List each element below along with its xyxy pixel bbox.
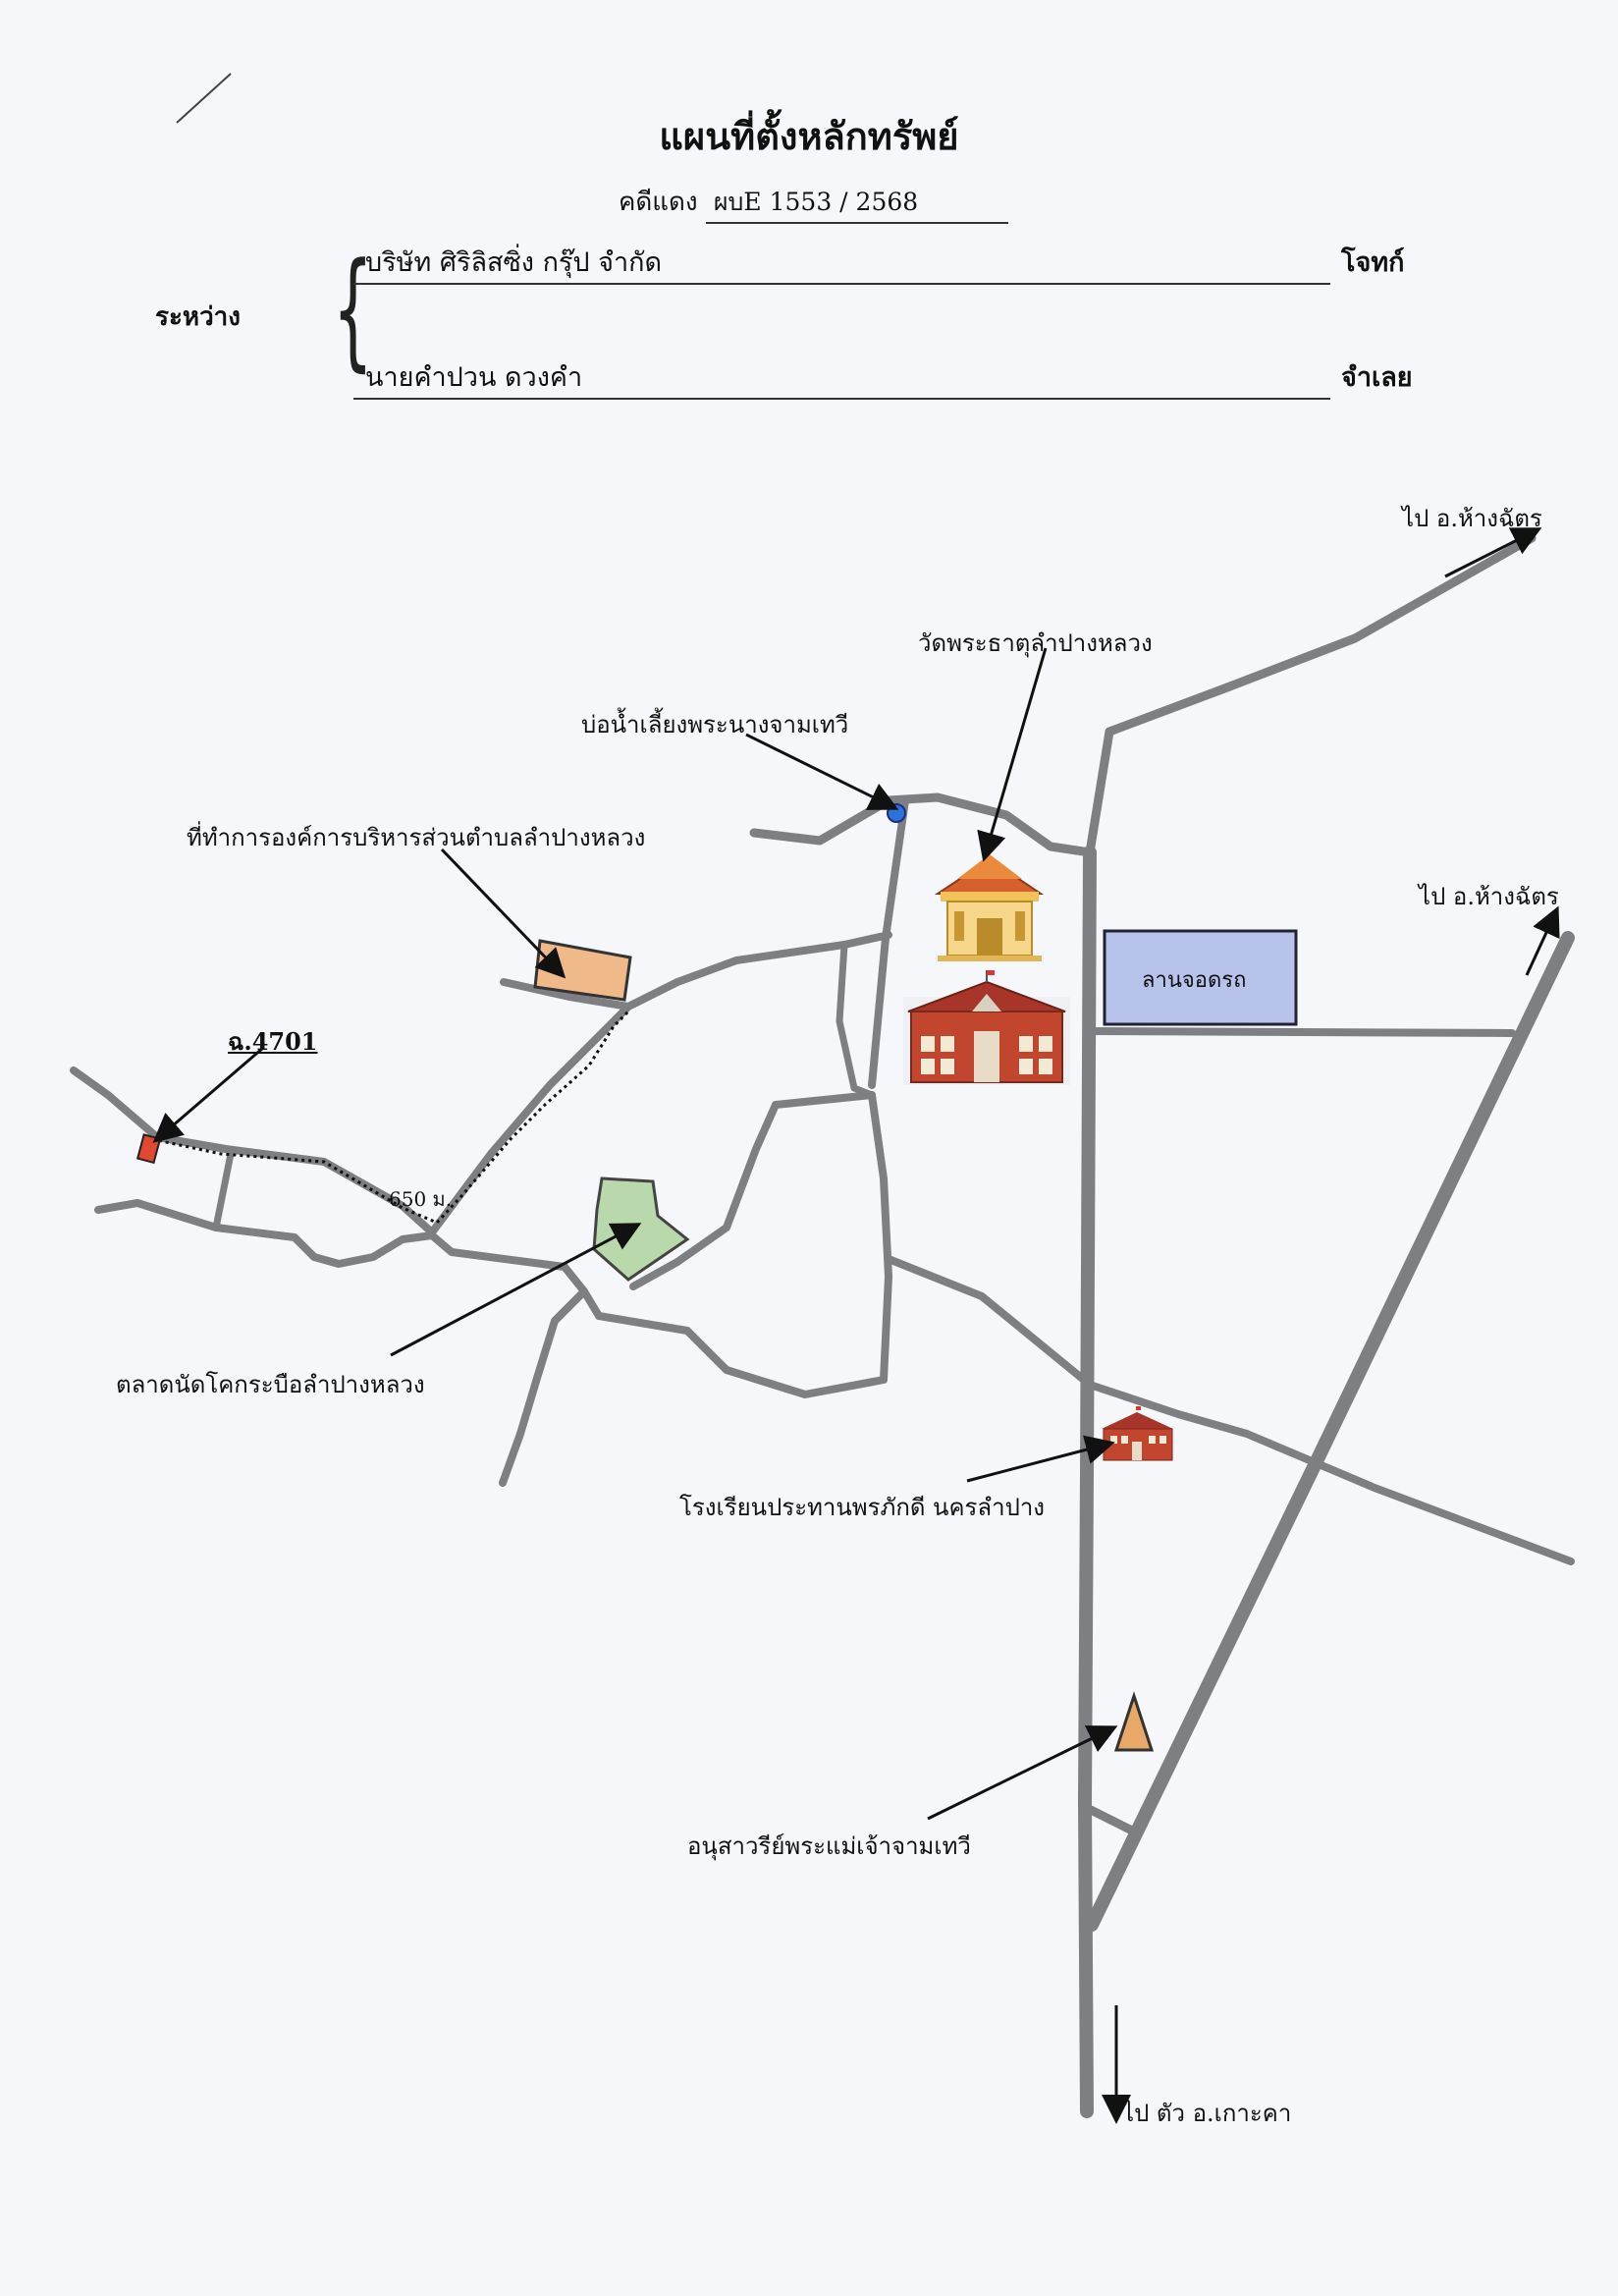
small-school-icon: [1102, 1406, 1173, 1461]
school-building-icon: [903, 970, 1070, 1085]
parking-lot: [1103, 929, 1298, 1026]
dotted-route: [151, 1010, 630, 1225]
monument-label: อนุสาวรีย์พระแม่เจ้าจามเทวี: [687, 1832, 971, 1860]
defendant-name: นายคำปวน ดวงคำ: [353, 355, 1330, 400]
case-number: ผบE 1553 / 2568: [705, 183, 1008, 224]
leader-monument: [927, 1725, 1118, 1821]
road-temple-west: [868, 796, 909, 1089]
monument-triangle-icon: [1113, 1691, 1155, 1752]
curly-brace-icon: {: [332, 235, 374, 384]
well-label: บ่อน้ำเลี้ยงพระนางจามเทวี: [581, 711, 849, 738]
temple-icon: [934, 854, 1045, 961]
road-market-loop: [595, 1091, 892, 1398]
defendant-line: นายคำปวน ดวงคำ จำเลย: [353, 355, 1413, 400]
road-parcel: [70, 1066, 436, 1236]
leader-sao: [440, 847, 566, 979]
between-label: ระหว่าง: [155, 302, 241, 332]
leader-well: [745, 733, 899, 810]
road-middle: [629, 1091, 876, 1290]
road-west-connector: [212, 1150, 235, 1231]
plaintiff-name: บริษัท ศิริลิสซิ่ง กรุ๊ป จำกัด: [353, 241, 1330, 285]
direction-label-north-upper: ไป อ.ห้างฉัตร: [1402, 505, 1542, 532]
road-north-east: [1085, 533, 1537, 857]
defendant-role: จำเลย: [1341, 362, 1413, 393]
sao-office-label: ที่ทำการองค์การบริหารส่วนตำบลลำปางหลวง: [187, 824, 646, 851]
plaintiff-line: บริษัท ศิริลิสซิ่ง กรุ๊ป จำกัด โจทก์: [353, 241, 1404, 285]
temple-label: วัดพระธาตุลำปางหลวง: [918, 629, 1153, 657]
leader-lines: [152, 647, 1118, 1821]
road-south-west: [499, 1287, 588, 1487]
market-label: ตลาดนัดโคกระบือลำปางหลวง: [116, 1371, 425, 1398]
road-network: [70, 533, 1575, 2118]
parcel-marker: [135, 1133, 162, 1165]
road-south-connector: [1080, 1802, 1139, 1836]
arrow-ne-upper: [1444, 527, 1542, 578]
parking-label: ลานจอดรถ: [1142, 968, 1247, 993]
page-title: แผนที่ตั้งหลักทรัพย์: [659, 114, 959, 158]
leader-school: [966, 1435, 1115, 1483]
direction-label-north-lower: ไป อ.ห้างฉัตร: [1419, 883, 1559, 910]
road-parking-connector: [1084, 1027, 1516, 1037]
road-school: [885, 1255, 1575, 1565]
road-west-lower: [94, 1199, 603, 1320]
school-label: โรงเรียนประทานพรภักดี นครลำปาง: [679, 1494, 1046, 1521]
case-number-line: คดีแดง ผบE 1553 / 2568: [619, 182, 1008, 224]
case-label: คดีแดง: [619, 188, 698, 217]
corner-mark: [176, 73, 232, 124]
leader-parcel: [152, 1046, 264, 1143]
road-sao-south: [428, 1003, 632, 1236]
parcel-label: ฉ.4701: [228, 1027, 318, 1056]
leader-temple: [977, 647, 1048, 862]
plaintiff-role: โจทก์: [1341, 247, 1405, 278]
leader-market: [390, 1223, 642, 1357]
road-main-south: [1078, 846, 1097, 2118]
direction-label-south: ไป ตัว อ.เกาะคา: [1122, 2100, 1292, 2127]
arrow-ne-lower: [1525, 905, 1560, 976]
road-inner-loop: [836, 941, 876, 1099]
road-temple-top: [749, 793, 1095, 857]
distance-label: 650 ม.: [389, 1187, 453, 1211]
